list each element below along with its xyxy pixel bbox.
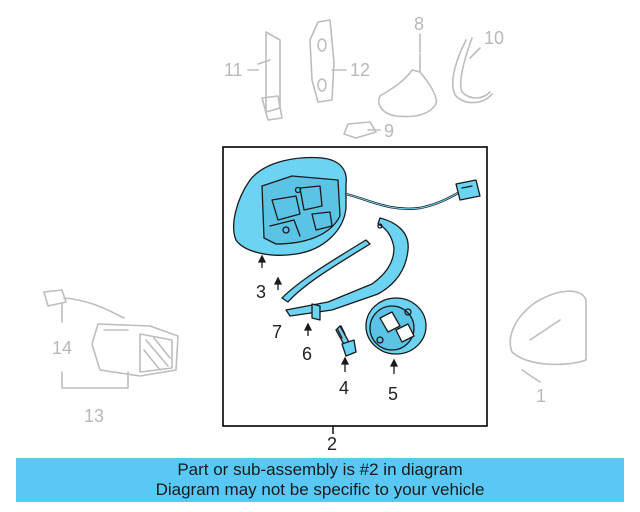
part-6-base-bracket <box>285 217 409 321</box>
callout-8: 8 <box>414 14 424 34</box>
part-7-seal-strip <box>281 239 371 303</box>
part-12-cover <box>309 19 335 103</box>
banner-line-2: Diagram may not be specific to your vehi… <box>155 480 485 499</box>
part-4-screw <box>335 325 357 357</box>
highlighted-parts <box>233 156 481 357</box>
callout-5: 5 <box>388 384 398 404</box>
part-1-mirror-glass <box>509 290 587 366</box>
callout-9: 9 <box>384 121 394 141</box>
wire-harness <box>344 179 481 210</box>
banner-line-1: Part or sub-assembly is #2 in diagram <box>177 460 463 479</box>
info-banner: Part or sub-assembly is #2 in diagram Di… <box>16 458 624 502</box>
callout-1: 1 <box>536 386 546 406</box>
callout-7: 7 <box>272 322 282 342</box>
part-9-clip <box>343 121 377 139</box>
leader-arrows <box>257 254 399 374</box>
part-11-bracket <box>257 31 283 121</box>
callout-11: 11 <box>224 60 243 80</box>
part-14-lamp <box>43 289 179 377</box>
callout-10: 10 <box>484 28 504 48</box>
callout-2: 2 <box>327 434 337 454</box>
callout-4: 4 <box>339 378 349 398</box>
parts-diagram: 2 3 7 6 4 5 1 8 9 10 11 12 13 14 <box>43 14 587 454</box>
assembly-box <box>222 146 488 427</box>
ghost-parts <box>43 19 587 389</box>
part-10-seal <box>451 37 493 104</box>
part-3-mirror-housing <box>233 156 347 256</box>
callout-12: 12 <box>350 60 370 80</box>
callout-3: 3 <box>256 282 266 302</box>
callout-14: 14 <box>52 338 72 358</box>
part-5-motor <box>365 297 427 355</box>
callout-6: 6 <box>302 344 312 364</box>
callout-13: 13 <box>84 406 104 426</box>
part-8-trim <box>378 53 438 118</box>
